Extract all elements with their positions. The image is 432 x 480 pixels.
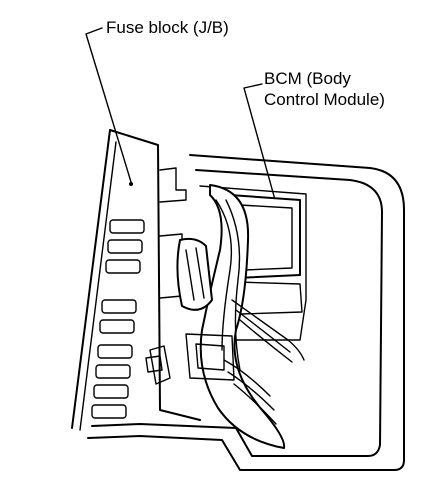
fuse-block-body [71, 129, 201, 429]
lower-connector-inner [195, 343, 225, 371]
fuse-slot [101, 299, 137, 314]
fuse-block-clip-top [159, 167, 187, 203]
bcm-label-line2: Control Module) [264, 90, 385, 109]
fastener [145, 355, 163, 373]
fuse-slot [95, 364, 131, 379]
fuse-block-clip-low [149, 345, 171, 385]
fuse-slot [91, 404, 127, 419]
trim-panel-outer [87, 154, 405, 471]
fuse-block-edge [79, 141, 117, 431]
trim-panel-inner [91, 169, 383, 457]
fuse-slot [109, 219, 145, 234]
fuse-slot [97, 344, 133, 359]
lower-connector [185, 333, 235, 381]
bcm-label: BCM (Body Control Module) [264, 68, 385, 110]
fuse-slot [107, 239, 143, 254]
fuse-block-label: Fuse block (J/B) [106, 18, 229, 37]
fuse-block-leader-dot [129, 182, 133, 186]
fuse-slot [105, 259, 141, 274]
bcm-bracket [199, 185, 307, 341]
fuse-slot [93, 384, 129, 399]
fuse-slot [99, 319, 135, 334]
fuse-block-leader [85, 27, 132, 183]
bcm-label-line1: BCM (Body [264, 69, 351, 88]
fuse-slots [91, 219, 145, 419]
wire-harness [176, 184, 305, 449]
